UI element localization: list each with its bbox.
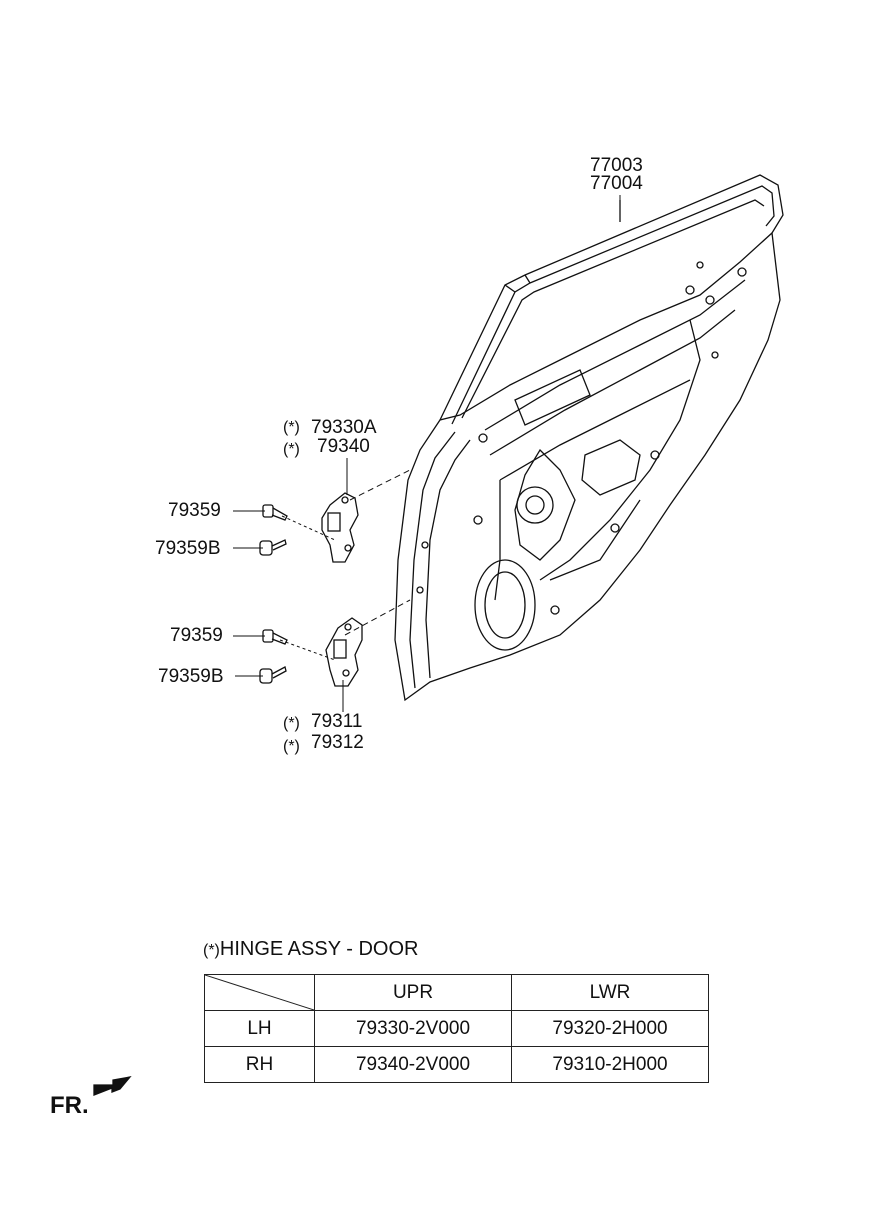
callout-79330a: 79330A bbox=[311, 417, 377, 438]
cell-lh-lwr: 79320-2H000 bbox=[511, 1010, 709, 1047]
table-corner-cell bbox=[204, 974, 315, 1011]
door-window-frame bbox=[439, 174, 784, 425]
table-header-row: UPR LWR bbox=[204, 974, 709, 1011]
lower-bolt-icon bbox=[262, 629, 288, 645]
lower-bolt-b-icon bbox=[259, 666, 287, 684]
asterisk-mark: (*) bbox=[283, 715, 300, 732]
callout-79340: 79340 bbox=[317, 436, 370, 457]
cell-rh-upr: 79340-2V000 bbox=[314, 1046, 512, 1083]
row-side-rh: RH bbox=[204, 1046, 315, 1083]
hinge-table-title: (*)HINGE ASSY - DOOR bbox=[203, 938, 418, 961]
asterisk-mark: (*) bbox=[203, 942, 220, 959]
door-inner-panel bbox=[394, 231, 781, 702]
front-direction-label: FR. bbox=[50, 1092, 89, 1119]
asterisk-mark: (*) bbox=[283, 419, 300, 436]
front-direction-arrow-icon bbox=[93, 1076, 132, 1096]
cell-lh-upr: 79330-2V000 bbox=[314, 1010, 512, 1047]
callout-79359-upper: 79359 bbox=[168, 500, 221, 521]
table-row: RH 79340-2V000 79310-2H000 bbox=[204, 1046, 709, 1083]
table-row: LH 79330-2V000 79320-2H000 bbox=[204, 1010, 709, 1047]
cell-rh-lwr: 79310-2H000 bbox=[511, 1046, 709, 1083]
hinge-table-title-text: HINGE ASSY - DOOR bbox=[219, 938, 419, 960]
column-header-lwr: LWR bbox=[511, 974, 709, 1011]
asterisk-mark: (*) bbox=[283, 738, 300, 755]
callout-79359b-upper: 79359B bbox=[155, 538, 221, 559]
callout-79312: 79312 bbox=[311, 732, 364, 753]
diagonal-divider bbox=[205, 975, 314, 1010]
leader-lines bbox=[233, 195, 621, 712]
callout-79311: 79311 bbox=[311, 711, 363, 732]
callout-79359b-lower: 79359B bbox=[158, 666, 224, 687]
callout-77004: 77004 bbox=[590, 173, 643, 194]
upper-bolt-b-icon bbox=[259, 539, 287, 556]
bolt-icons bbox=[259, 504, 288, 684]
column-header-upr: UPR bbox=[314, 974, 512, 1011]
row-side-lh: LH bbox=[204, 1010, 315, 1047]
asterisk-mark: (*) bbox=[283, 441, 300, 458]
lower-hinge bbox=[325, 617, 363, 687]
callout-79359-lower: 79359 bbox=[170, 625, 223, 646]
upper-hinge bbox=[321, 492, 359, 563]
hinge-assy-table: UPR LWR LH 79330-2V000 79320-2H000 RH 79… bbox=[204, 974, 709, 1083]
callout-77003: 77003 bbox=[590, 155, 643, 176]
upper-bolt-icon bbox=[262, 504, 288, 521]
